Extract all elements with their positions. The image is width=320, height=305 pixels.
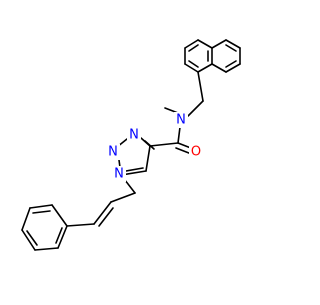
bond [225, 63, 241, 73]
bond [211, 63, 227, 73]
bond [29, 204, 53, 209]
label-backdrop [106, 144, 120, 160]
bond [197, 39, 213, 49]
label-backdrop [127, 127, 141, 143]
bond-inner [55, 227, 63, 244]
bond [184, 39, 199, 49]
bond [225, 39, 241, 49]
bond-inner [125, 167, 144, 172]
bond [51, 204, 68, 227]
bond [187, 100, 204, 117]
bond [145, 145, 151, 172]
bond [184, 63, 199, 73]
label-backdrop [112, 166, 126, 182]
bond-inner [26, 230, 38, 246]
structure-canvas: O N N N N [21, 39, 241, 251]
bond [197, 63, 213, 73]
label-backdrop [174, 112, 188, 128]
bond [110, 192, 136, 203]
bond-inner [188, 60, 199, 68]
bond [98, 207, 114, 227]
bond-lines [21, 39, 241, 251]
bond [21, 229, 36, 251]
label-backdrop [189, 144, 203, 160]
atom-labels: O N N N N [106, 112, 203, 182]
triazole-n2-label: N [108, 145, 118, 160]
bond-inner [188, 44, 199, 52]
bond [149, 142, 179, 147]
bond [21, 207, 31, 231]
bond-inner [225, 44, 237, 52]
bond [211, 39, 227, 49]
triazole-n3-label: N [129, 128, 139, 143]
bond [57, 225, 68, 249]
bond [197, 71, 204, 102]
bond [177, 126, 181, 144]
amide-oxygen-label: O [191, 145, 201, 160]
molecule-diagram: O N N N N [21, 39, 241, 251]
bond [93, 201, 112, 225]
bond [144, 140, 155, 150]
bond [66, 223, 95, 227]
bond-inner [32, 210, 51, 214]
amide-nitrogen-label: N [176, 113, 186, 128]
bond [34, 247, 59, 251]
bond-inner [225, 60, 237, 68]
triazole-n1-label: N [114, 167, 124, 182]
